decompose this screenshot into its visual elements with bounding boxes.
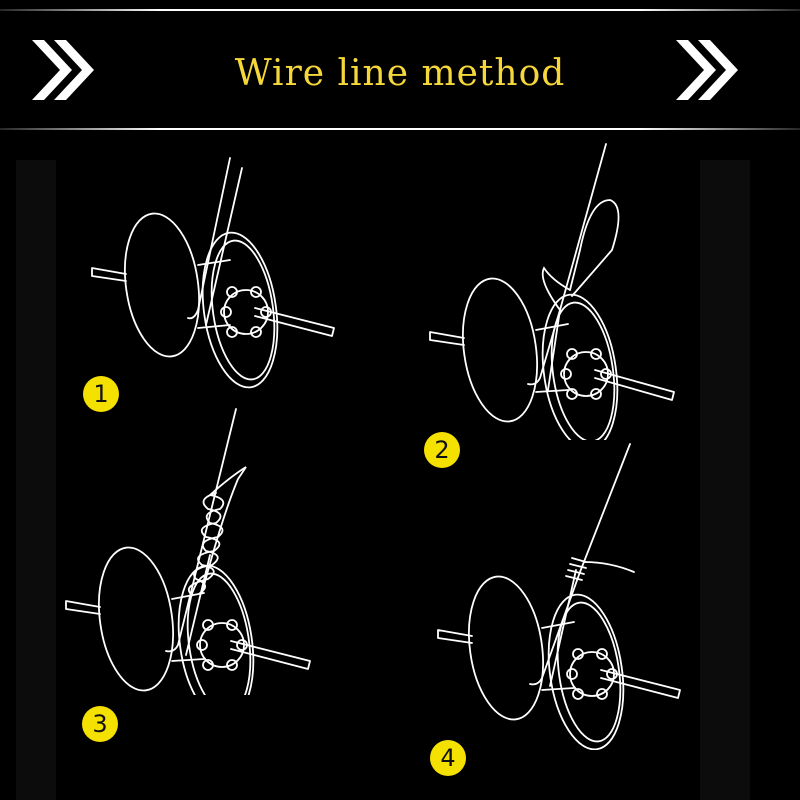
step-4-badge: 4 xyxy=(430,740,466,776)
side-shade xyxy=(16,160,56,800)
step-1-illustration xyxy=(91,157,335,389)
diagram-area: 1 2 3 4 xyxy=(0,140,800,800)
step-3-illustration xyxy=(65,408,311,695)
step-2-illustration xyxy=(429,143,675,440)
side-shade xyxy=(700,160,750,800)
step-1-badge: 1 xyxy=(83,376,119,412)
step-3-badge: 3 xyxy=(82,706,118,742)
step-4-illustration xyxy=(437,443,681,750)
header-top-rule xyxy=(0,9,800,11)
double-chevron-right-icon xyxy=(32,40,94,100)
double-chevron-right-icon xyxy=(676,40,738,100)
step-2-badge: 2 xyxy=(424,432,460,468)
header-bar: Wire line method xyxy=(0,0,800,140)
header-bottom-rule xyxy=(0,128,800,130)
page-title: Wire line method xyxy=(234,53,566,94)
